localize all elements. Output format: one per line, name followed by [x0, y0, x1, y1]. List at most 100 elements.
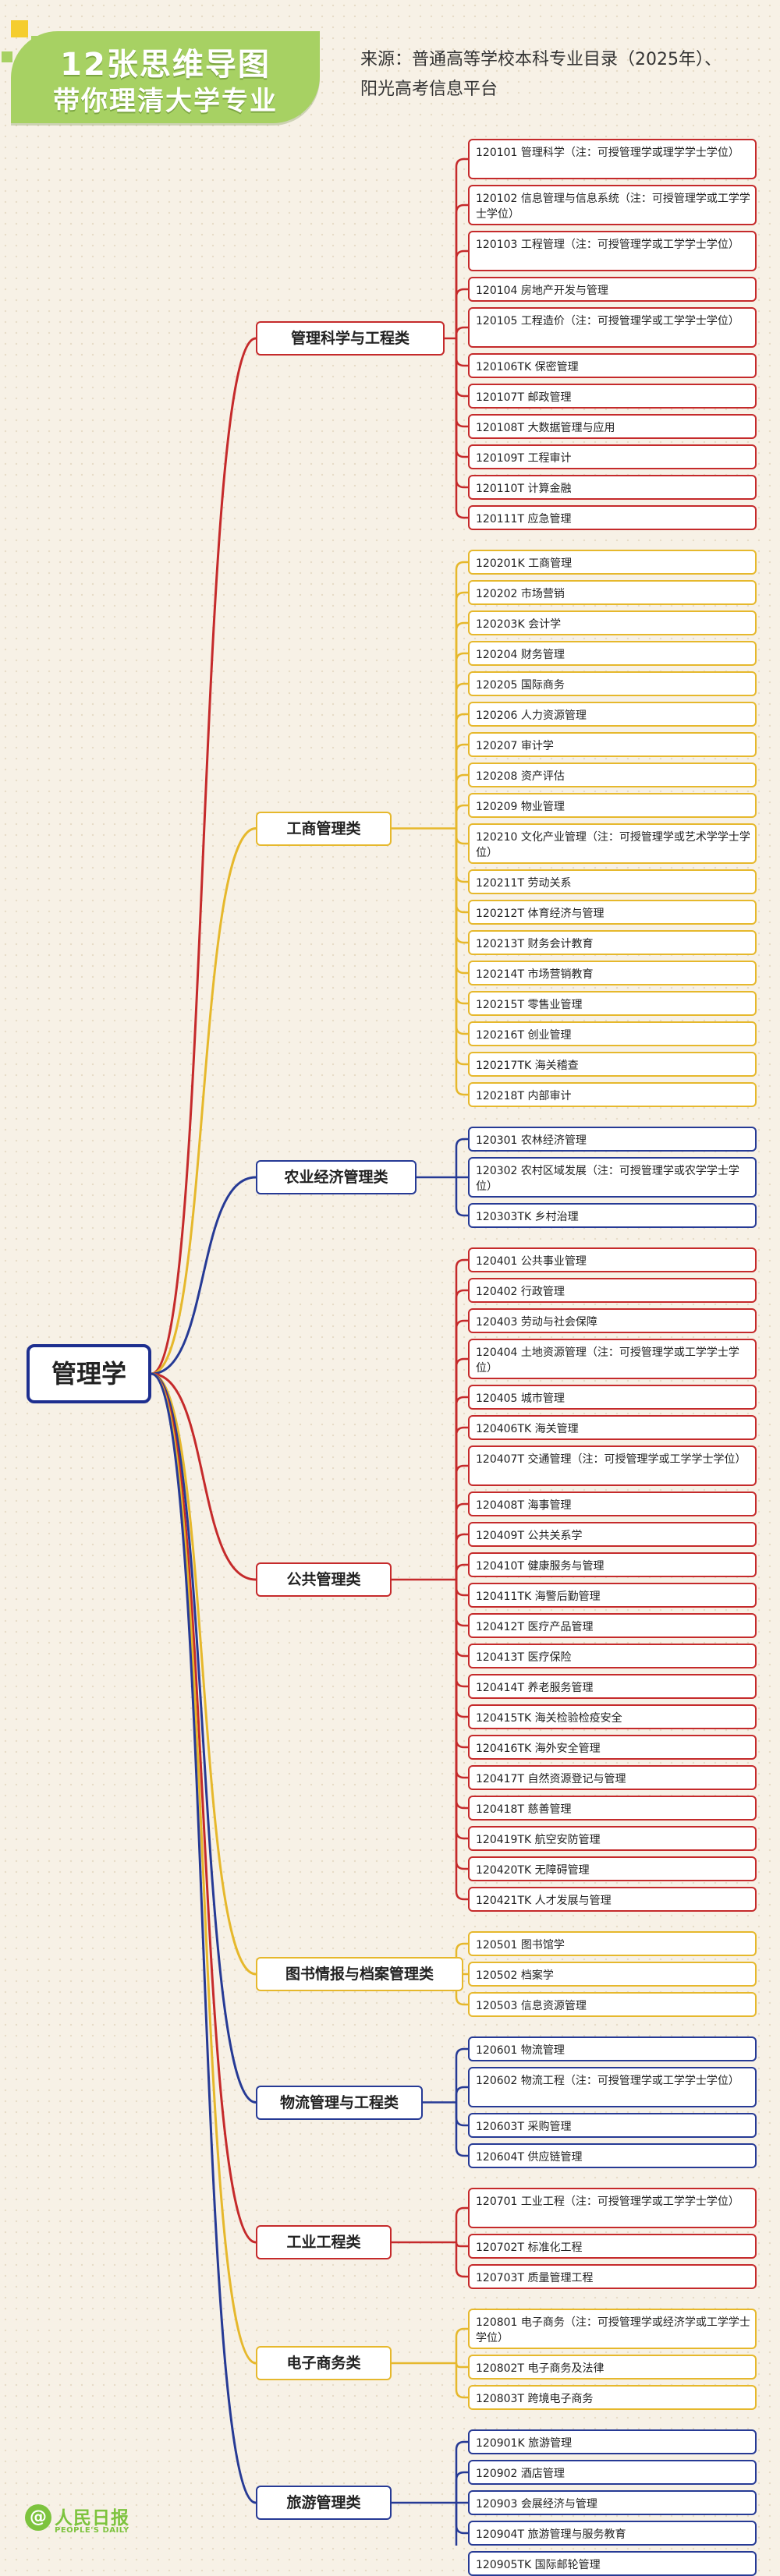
logo-text: 人民日报 — [55, 2508, 129, 2528]
major-item: 120208 资产评估 — [468, 763, 757, 787]
connector — [455, 249, 468, 338]
major-item: 120410T 健康服务与管理 — [468, 1552, 757, 1577]
source-line-2: 阳光高考信息平台 — [360, 80, 498, 99]
major-item: 120416TK 海外安全管理 — [468, 1735, 757, 1760]
connector — [455, 682, 468, 829]
connector — [455, 621, 468, 829]
major-item: 120105 工程造价（注：可授管理学或工学学士学位） — [468, 307, 757, 348]
decor-square — [2, 51, 12, 62]
connector — [455, 2440, 468, 2503]
major-item: 120902 酒店管理 — [468, 2460, 757, 2485]
major-item: 120604T 供应链管理 — [468, 2143, 757, 2168]
major-item: 120404 土地资源管理（注：可授管理学或工学学士学位） — [468, 1339, 757, 1379]
connector — [455, 828, 468, 1066]
source-line-1: 来源：普通高等学校本科专业目录（2025年）、 — [360, 50, 722, 69]
connector — [455, 326, 468, 338]
title-line-2: 带你理清大学专业 — [53, 86, 278, 117]
major-item: 120109T 工程审计 — [468, 444, 757, 469]
connector — [151, 1372, 257, 1581]
major-item: 120406TK 海关管理 — [468, 1415, 757, 1440]
logo-subtext: PEOPLE'S DAILY — [55, 2526, 129, 2535]
connector — [455, 203, 468, 338]
connector — [455, 1177, 468, 1217]
connector — [455, 713, 468, 829]
connector — [151, 1372, 257, 2504]
major-item: 120502 档案学 — [468, 1962, 757, 1987]
connector — [455, 1289, 468, 1580]
major-item: 120207 审计学 — [468, 732, 757, 757]
major-item: 120108T 大数据管理与应用 — [468, 414, 757, 439]
major-item: 120401 公共事业管理 — [468, 1247, 757, 1272]
connector — [455, 1580, 468, 1901]
connector — [455, 1580, 468, 1627]
connector — [455, 828, 468, 1005]
category-node: 公共管理类 — [256, 1562, 392, 1597]
major-item: 120212T 体育经济与管理 — [468, 900, 757, 925]
category-node: 旅游管理类 — [256, 2486, 392, 2520]
major-item: 120203K 会计学 — [468, 610, 757, 635]
major-item: 120111T 应急管理 — [468, 505, 757, 530]
category-node: 工业工程类 — [256, 2225, 392, 2259]
connector — [455, 1319, 468, 1580]
major-item: 120211T 劳动关系 — [468, 869, 757, 894]
major-item: 120303TK 乡村治理 — [468, 1203, 757, 1228]
connector — [455, 561, 468, 829]
category-node: 图书情报与档案管理类 — [256, 1957, 463, 1991]
connector — [455, 338, 468, 367]
title-line-1: 12张思维导图 — [60, 47, 271, 83]
connector — [455, 828, 468, 845]
major-item: 120703T 质量管理工程 — [468, 2264, 757, 2289]
connector — [455, 2086, 468, 2103]
category-node: 工商管理类 — [256, 811, 392, 846]
connector — [151, 1176, 257, 1375]
connector — [455, 1580, 468, 1658]
connector — [151, 337, 257, 1375]
major-item: 120402 行政管理 — [468, 1278, 757, 1303]
major-item: 120417T 自然资源登记与管理 — [468, 1765, 757, 1790]
connector — [455, 1580, 468, 1597]
connector — [455, 591, 468, 829]
major-item: 120801 电子商务（注：可授管理学或经济学或工学学士学位） — [468, 2309, 757, 2349]
connector — [455, 2047, 468, 2103]
major-item: 120414T 养老服务管理 — [468, 1674, 757, 1699]
major-item: 120215T 零售业管理 — [468, 991, 757, 1016]
major-item: 120418T 慈善管理 — [468, 1796, 757, 1821]
connector — [151, 1372, 257, 2244]
connector — [151, 1372, 257, 2365]
major-item: 120302 农村区域发展（注：可授管理学或农学学士学位） — [468, 1157, 757, 1198]
major-item: 120209 物业管理 — [468, 793, 757, 818]
major-item: 120408T 海事管理 — [468, 1491, 757, 1516]
major-item: 120205 国际商务 — [468, 671, 757, 696]
major-item: 120405 城市管理 — [468, 1385, 757, 1410]
major-item: 120218T 内部审计 — [468, 1082, 757, 1107]
major-item: 120901K 旅游管理 — [468, 2429, 757, 2454]
connector — [455, 1396, 468, 1580]
major-item: 120201K 工商管理 — [468, 550, 757, 575]
major-item: 120701 工业工程（注：可授管理学或工学学士学位） — [468, 2188, 757, 2228]
major-item: 120102 信息管理与信息系统（注：可授管理学或工学学士学位） — [468, 185, 757, 225]
major-item: 120217TK 海关稽查 — [468, 1052, 757, 1077]
connector — [455, 338, 468, 458]
connector — [455, 2242, 468, 2278]
major-item: 120702T 标准化工程 — [468, 2234, 757, 2259]
major-item: 120412T 医疗产品管理 — [468, 1613, 757, 1638]
connector — [455, 1533, 468, 1580]
major-item: 120106TK 保密管理 — [468, 353, 757, 378]
connector — [455, 1502, 468, 1580]
connector — [455, 2102, 468, 2157]
connector — [455, 2471, 468, 2503]
connector — [455, 338, 468, 489]
major-item: 120206 人力资源管理 — [468, 702, 757, 727]
source-note: 来源：普通高等学校本科专业目录（2025年）、 阳光高考信息平台 — [360, 45, 766, 104]
major-item: 120421TK 人才发展与管理 — [468, 1887, 757, 1912]
major-item: 120903 会展经济与管理 — [468, 2490, 757, 2515]
major-item: 120213T 财务会计教育 — [468, 930, 757, 955]
connector — [455, 1258, 468, 1580]
connector — [455, 338, 468, 519]
major-item: 120214T 市场营销教育 — [468, 961, 757, 985]
connector — [455, 1580, 468, 1749]
major-item: 120803T 跨境电子商务 — [468, 2385, 757, 2410]
connector — [455, 2503, 468, 2535]
title-badge: 12张思维导图 带你理清大学专业 — [11, 31, 320, 123]
